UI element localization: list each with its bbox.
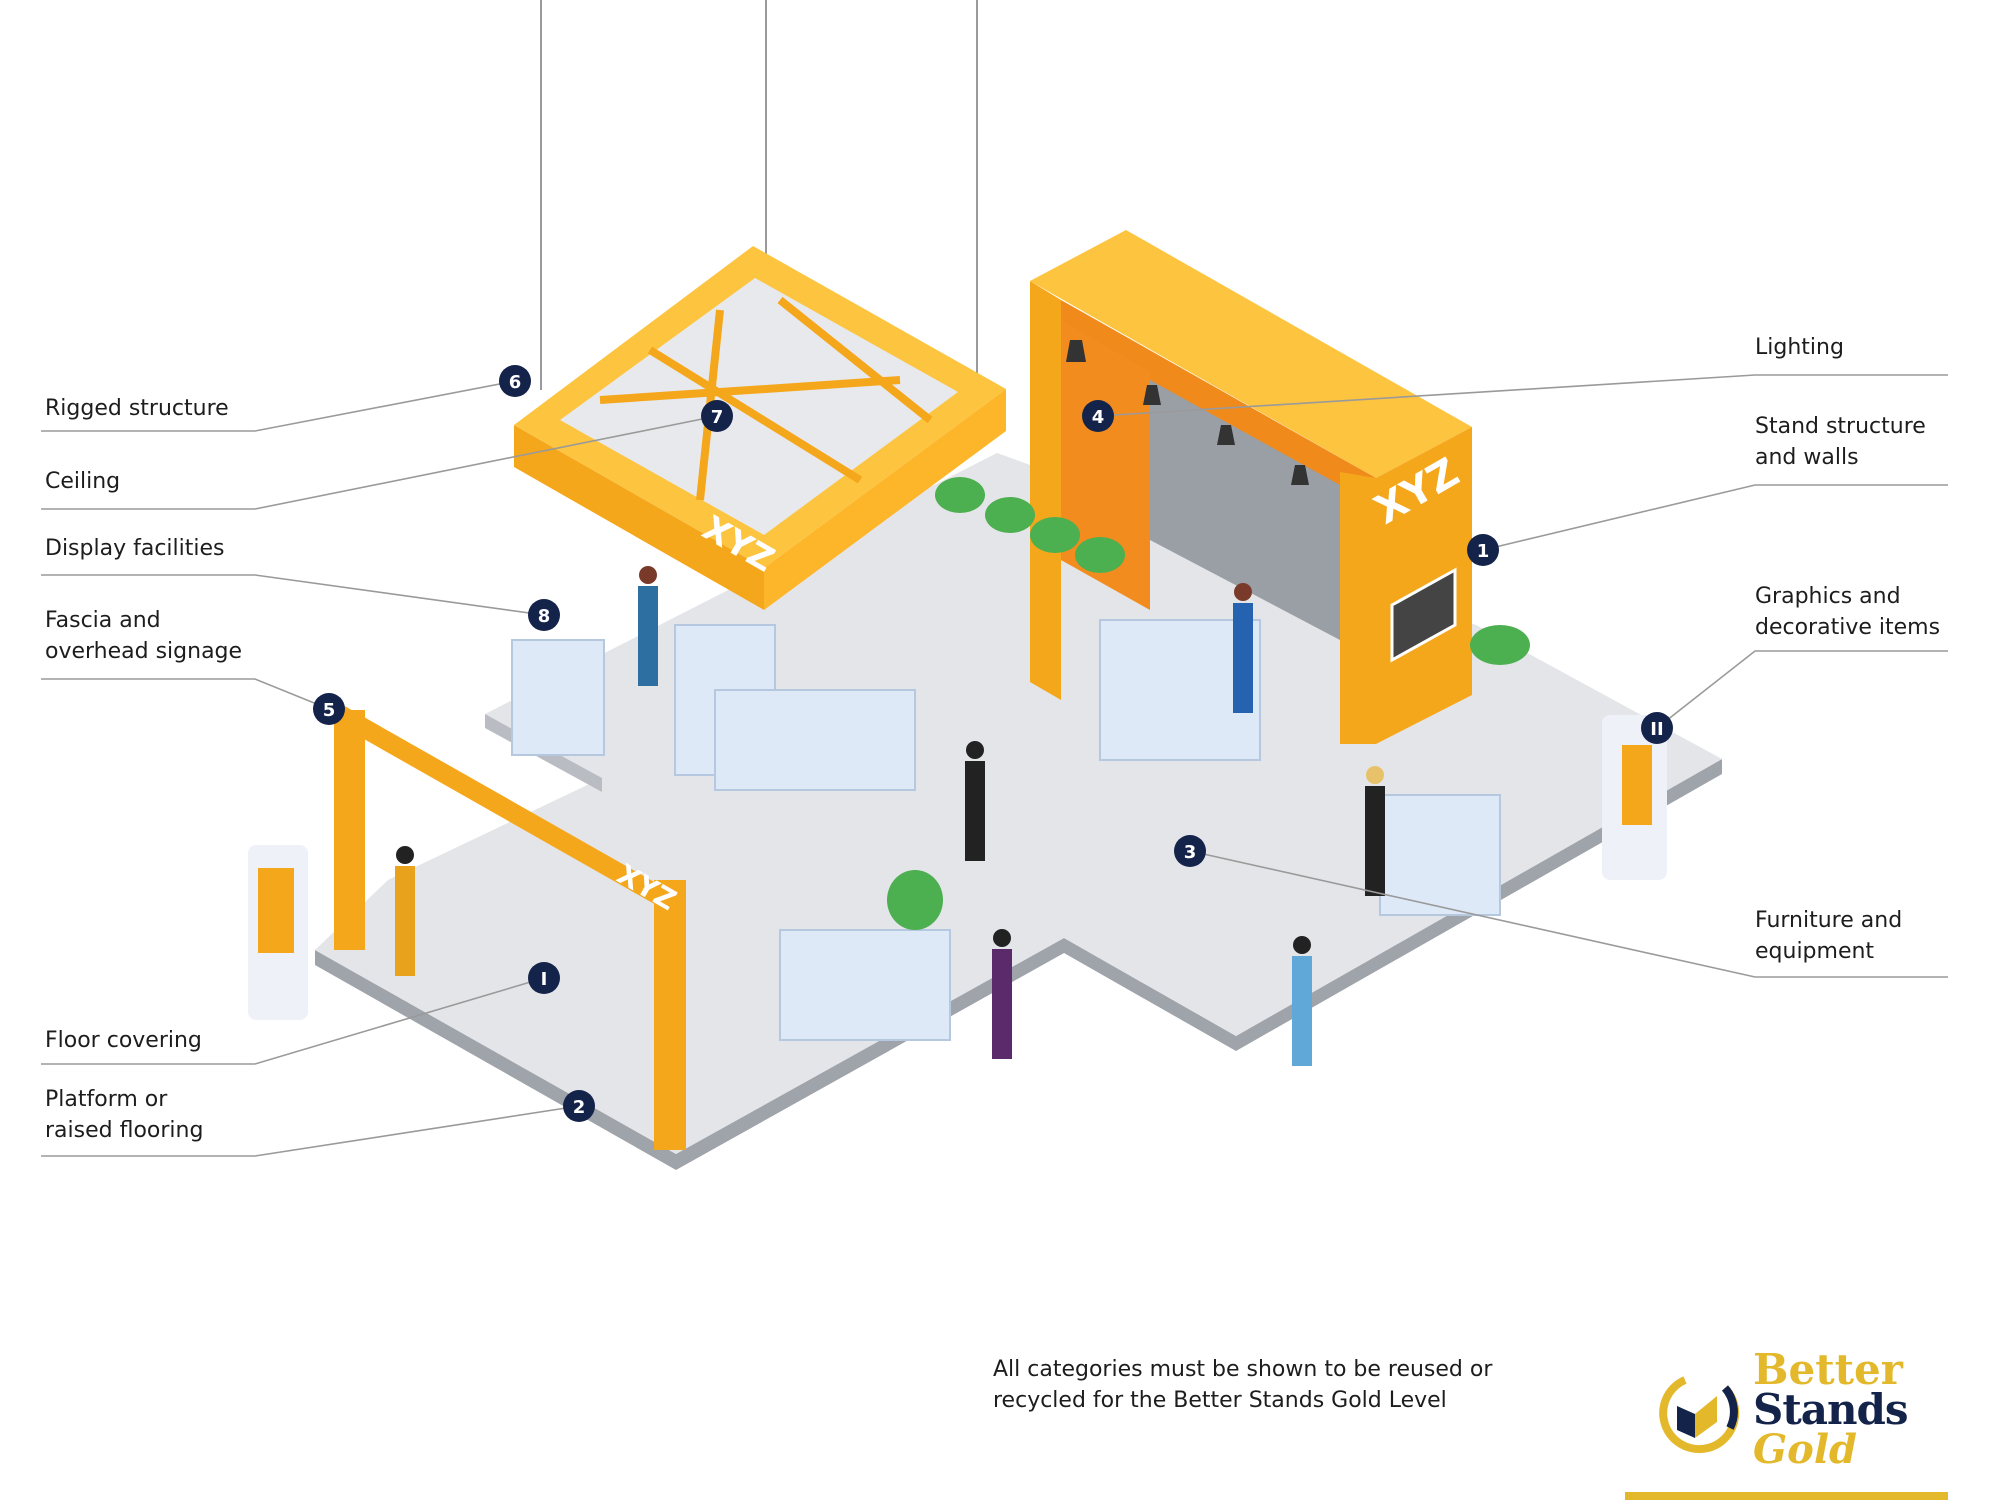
plants: [887, 477, 1530, 930]
label-rigged-structure: Rigged structure: [45, 396, 229, 421]
marker-7: 7: [701, 400, 733, 432]
svg-text:1: 1: [1477, 541, 1490, 562]
svg-text:2: 2: [573, 1097, 586, 1118]
svg-text:II: II: [1650, 719, 1663, 740]
svg-text:5: 5: [323, 700, 336, 721]
label-line: Stand structure: [1755, 414, 1926, 439]
label-line: Fascia and: [45, 608, 161, 633]
marker-3: 3: [1174, 835, 1206, 867]
label-stand-structure: Stand structure and walls: [1755, 411, 1926, 473]
rigged-ceiling-frame: [514, 246, 1006, 610]
label-display-facilities: Display facilities: [45, 536, 225, 561]
label-ceiling: Ceiling: [45, 469, 121, 494]
marker-8: 8: [528, 599, 560, 631]
svg-text:8: 8: [538, 606, 551, 627]
marker-1: 1: [1467, 534, 1499, 566]
label-furniture: Furniture and equipment: [1755, 905, 1902, 967]
tv-screen: [1390, 567, 1457, 663]
marker-I: I: [528, 962, 560, 994]
better-stands-gold-logo: Better Stands Gold: [1655, 1345, 1955, 1500]
svg-text:7: 7: [711, 407, 724, 428]
marker-II: II: [1641, 712, 1673, 744]
gold-level-note: All categories must be shown to be reuse…: [993, 1354, 1492, 1416]
label-line: decorative items: [1755, 615, 1941, 640]
lighting-fixtures: [1066, 340, 1309, 485]
markers: 6 7 4 1 8 5 II 3 I 2: [313, 365, 1673, 1122]
marker-2: 2: [563, 1090, 595, 1122]
logo-word-gold: Gold: [1753, 1426, 1858, 1473]
marker-5: 5: [313, 693, 345, 725]
svg-text:I: I: [541, 969, 548, 990]
marker-4: 4: [1082, 400, 1114, 432]
fascia-arch: [334, 700, 686, 1150]
label-floor-covering: Floor covering: [45, 1028, 202, 1053]
note-line: All categories must be shown to be reuse…: [993, 1357, 1493, 1382]
note-line: recycled for the Better Stands Gold Leve…: [993, 1388, 1447, 1413]
graphic-totems: [248, 715, 1667, 1020]
label-graphics: Graphics and decorative items: [1755, 581, 1940, 643]
display-cases: [511, 619, 1501, 1041]
leader-lines: [41, 374, 1948, 1157]
label-line: Platform or: [45, 1087, 168, 1112]
logo-word-better: Better: [1753, 1345, 1903, 1394]
svg-text:3: 3: [1184, 842, 1197, 863]
label-lighting: Lighting: [1755, 335, 1844, 360]
label-line: equipment: [1755, 939, 1875, 964]
label-platform: Platform or raised flooring: [45, 1084, 203, 1146]
label-line: Furniture and: [1755, 908, 1903, 933]
label-line: raised flooring: [45, 1118, 204, 1143]
label-line: overhead signage: [45, 639, 243, 664]
svg-text:4: 4: [1092, 407, 1105, 428]
checkmark-ring-icon: [1659, 1376, 1740, 1454]
logo-word-stands: Stands: [1753, 1385, 1908, 1434]
gold-bar: [1625, 1492, 1948, 1500]
label-line: Graphics and: [1755, 584, 1901, 609]
stand-structure-walls: [1030, 230, 1472, 744]
people: [395, 566, 1385, 1066]
svg-text:6: 6: [509, 372, 522, 393]
label-fascia: Fascia and overhead signage: [45, 605, 242, 667]
marker-6: 6: [499, 365, 531, 397]
label-line: and walls: [1755, 445, 1859, 470]
